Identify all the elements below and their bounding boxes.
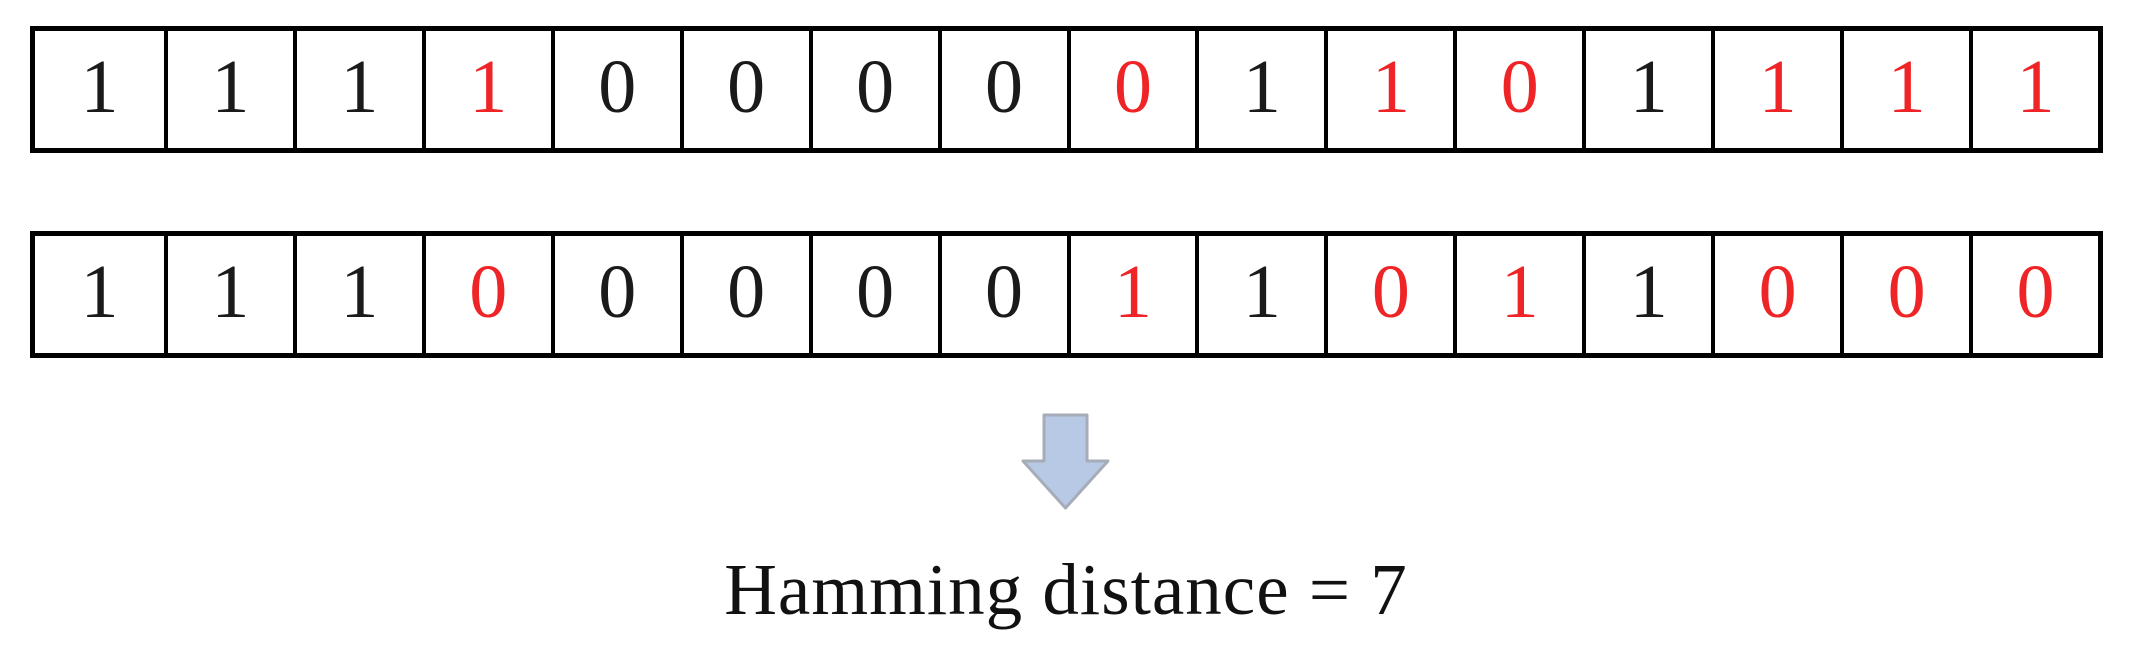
bit-cell-diff: 0	[1066, 31, 1196, 148]
bit-cell-diff: 0	[1324, 236, 1453, 353]
bit-cell: 1	[1582, 236, 1711, 353]
bit-cell-diff: 0	[1711, 236, 1840, 353]
bit-cell-diff: 0	[1840, 236, 1969, 353]
down-arrow-icon	[1021, 413, 1110, 510]
bit-cell-diff: 1	[1066, 236, 1196, 353]
bit-cell-diff: 1	[1453, 236, 1582, 353]
bit-cell: 0	[937, 236, 1067, 353]
bit-cell-diff: 1	[1324, 31, 1453, 148]
bit-cell: 1	[163, 236, 293, 353]
bit-cell: 0	[808, 236, 938, 353]
bit-cell-diff: 0	[1969, 236, 2098, 353]
bit-cell: 0	[550, 31, 680, 148]
bit-cell-diff: 1	[1840, 31, 1969, 148]
bit-cell: 1	[163, 31, 293, 148]
bit-cell: 1	[1195, 236, 1324, 353]
bit-cell: 0	[679, 236, 809, 353]
bit-cell: 1	[292, 31, 422, 148]
bit-cell-diff: 0	[421, 236, 551, 353]
bit-cell: 1	[80, 44, 119, 129]
bit-cell-diff: 1	[1711, 31, 1840, 148]
bit-cell: 0	[937, 31, 1067, 148]
bit-cell: 1	[80, 249, 119, 334]
bit-cell-diff: 0	[1453, 31, 1582, 148]
bit-cell: 1	[292, 236, 422, 353]
bit-cell-diff: 1	[1969, 31, 2098, 148]
bit-cell: 1	[1195, 31, 1324, 148]
bit-cell: 0	[550, 236, 680, 353]
bit-cell: 1	[1582, 31, 1711, 148]
figure-caption: Hamming distance = 7	[724, 549, 1408, 630]
bit-cell: 0	[808, 31, 938, 148]
bit-cell: 0	[679, 31, 809, 148]
bit-cell-diff: 1	[421, 31, 551, 148]
